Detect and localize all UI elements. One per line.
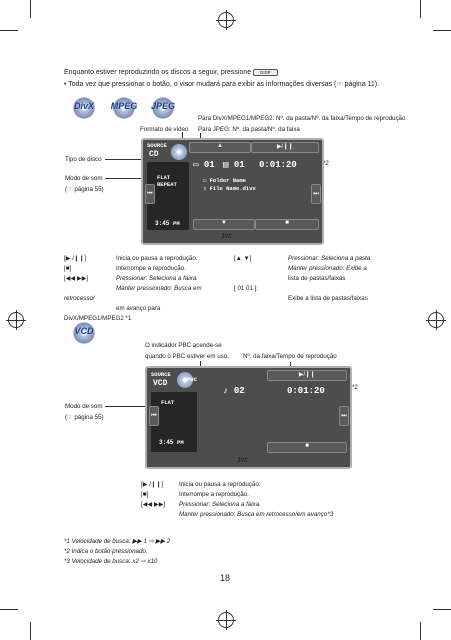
divx-disc-icon: DivX	[73, 97, 95, 119]
disc-icon	[171, 144, 187, 160]
file-name: ▯ File Name.divx	[203, 185, 256, 192]
vcd-player-screen: ▶/❙❙ SOURCE VCD PBC FLAT 3:45 PM ⏮ ⏭ ♪ 0…	[145, 366, 352, 469]
source-label: SOURCE	[147, 142, 167, 149]
header-note: • Toda vez que pressionar o botão, o vis…	[64, 81, 380, 88]
next-button[interactable]: ⏭	[339, 406, 349, 426]
playback-time: 0:01:20	[287, 386, 325, 396]
play-pause-button[interactable]: ▶/❙❙	[251, 142, 319, 153]
crop-mark	[420, 622, 421, 640]
jpeg-info-label: Para JPEG: Nº. da pasta/Nº. da faixa	[198, 126, 300, 133]
leader-line	[105, 406, 155, 407]
crop-mark	[30, 0, 31, 18]
registration-mark-icon	[216, 10, 236, 30]
header-text: Enquanto estiver reproduzindo os discos …	[64, 69, 278, 76]
crop-mark	[420, 0, 421, 18]
crop-mark	[0, 30, 18, 31]
sound-mode-ref: (☞ página 55)	[65, 186, 104, 193]
video-format-label: Formato de vídeo	[140, 126, 189, 133]
legend-right: [▲ ▼]Pressionar: Seleciona a pasta. Mant…	[234, 255, 372, 302]
disp-button-icon: DISP	[253, 69, 278, 76]
leader-line	[105, 178, 155, 179]
vcd-legend: [▶ /❙❙]Inicia ou pausa a reprodução. [■]…	[141, 481, 334, 518]
footnotes: *1 Velocidade de busca: ▶▶ 1 ⇨ ▶▶ 2 *2 I…	[64, 537, 170, 567]
player-screen: ▲ ▶/❙❙ SOURCE CD FLAT REPEAT 3:45 PM ⏮ ⏭…	[141, 138, 324, 245]
down-button[interactable]: ▼	[193, 219, 255, 230]
playback-time: 0:01:20	[259, 160, 297, 170]
disc-type-label: Tipo de disco	[65, 156, 102, 163]
registration-mark-icon	[426, 310, 446, 330]
crop-mark	[0, 609, 18, 610]
registration-mark-icon	[6, 310, 26, 330]
repeat-label: REPEAT	[157, 181, 177, 188]
play-pause-button[interactable]: ▶/❙❙	[267, 370, 347, 381]
flat-label: FLAT	[157, 174, 171, 181]
pbc-disc-icon	[177, 372, 193, 388]
page-number: 18	[220, 573, 231, 583]
legend-left: [▶ /❙❙]Inicia ou pausa a reprodução. [■]…	[64, 255, 202, 322]
folder-name: ▭ Folder Name	[203, 177, 246, 184]
clock: 3:45 PM	[159, 439, 184, 446]
pbc-indicator: PBC	[187, 376, 197, 383]
prev-button[interactable]: ⏮	[145, 184, 155, 204]
jpeg-disc-icon: JPEG	[151, 97, 175, 119]
footnote: *2 Indica o botão pressionado.	[64, 548, 148, 555]
source-label: SOURCE	[151, 371, 171, 378]
up-button[interactable]: ▲	[189, 142, 251, 153]
disc-type-value: CD	[149, 150, 159, 159]
pbc-label-2: quando o PBC estiver em uso.	[145, 353, 229, 360]
divx-info-label: Para DivX/MPEG1/MPEG2: Nº. da pasta/Nº. …	[198, 115, 406, 122]
registration-mark-icon	[216, 610, 236, 630]
mpeg-disc-icon: MPEG	[111, 97, 137, 119]
folder-number[interactable]: ▭ 01	[193, 160, 215, 170]
jvc-logo: JVC	[221, 233, 232, 240]
stop-button[interactable]: ■	[267, 442, 347, 453]
leader-line	[105, 159, 145, 160]
vcd-sound-mode-ref: (☞ página 55)	[65, 414, 104, 421]
next-button[interactable]: ⏭	[311, 184, 321, 204]
vcd-disc-icon: VCD	[73, 322, 95, 344]
crop-mark	[433, 609, 451, 610]
crop-mark	[30, 622, 31, 640]
track-info-label: Nº. da faixa/Tempo de reprodução	[243, 353, 337, 360]
crop-mark	[433, 30, 451, 31]
track-number: ♪ 02	[223, 386, 245, 396]
disc-type-value: VCD	[153, 379, 168, 388]
stop-button[interactable]: ■	[255, 219, 319, 230]
jvc-logo: JVC	[237, 457, 248, 464]
footnote: *3 Velocidade de busca: x2 ⇨ x10	[64, 558, 158, 565]
footnote: *1 Velocidade de busca: ▶▶ 1 ⇨ ▶▶ 2	[64, 538, 171, 545]
footnote-ref: *2	[352, 384, 358, 391]
prev-button[interactable]: ⏮	[149, 406, 159, 426]
vcd-sound-mode-label: Modo de som	[65, 403, 103, 410]
track-number[interactable]: ▤ 01	[223, 160, 245, 170]
footnote-ref: *2	[323, 160, 329, 167]
pbc-label: O indicador PBC acende-se	[145, 342, 222, 349]
sound-mode-label: Modo de som	[65, 175, 103, 182]
clock: 3:45 PM	[155, 220, 180, 227]
flat-label: FLAT	[161, 399, 175, 406]
